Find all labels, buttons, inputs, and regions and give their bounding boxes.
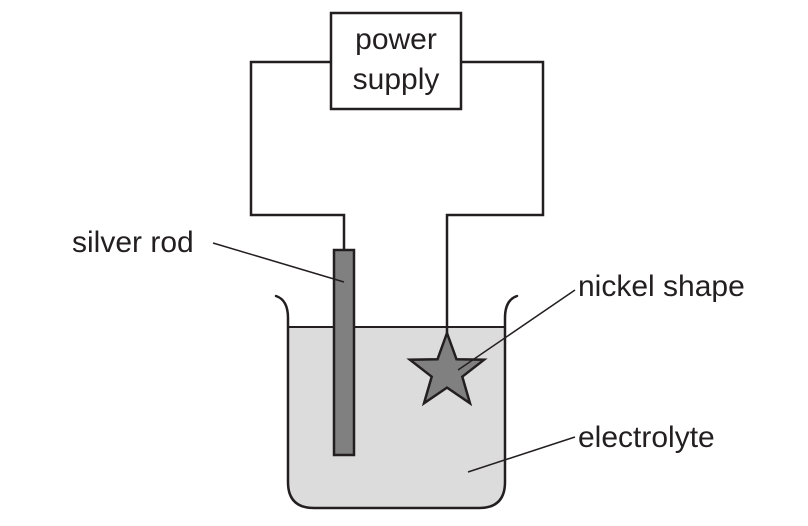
right-wire: [445, 60, 545, 333]
nickel-shape-star: [406, 329, 488, 407]
electrolyte-liquid: [288, 327, 505, 508]
beaker: [274, 294, 519, 510]
silver-rod: [332, 248, 356, 457]
power-supply-label-line2: supply: [353, 63, 440, 96]
left-wire: [249, 60, 346, 250]
silver-rod-leader: [212, 242, 345, 283]
power-supply-label-line1: power: [355, 23, 437, 56]
electrolyte-leader: [467, 436, 576, 473]
electrolyte-label: electrolyte: [578, 421, 715, 454]
nickel-shape-leader: [457, 289, 576, 371]
power-supply-box: [329, 11, 463, 111]
nickel-shape-label: nickel shape: [578, 270, 745, 303]
silver-rod-label: silver rod: [72, 226, 194, 259]
